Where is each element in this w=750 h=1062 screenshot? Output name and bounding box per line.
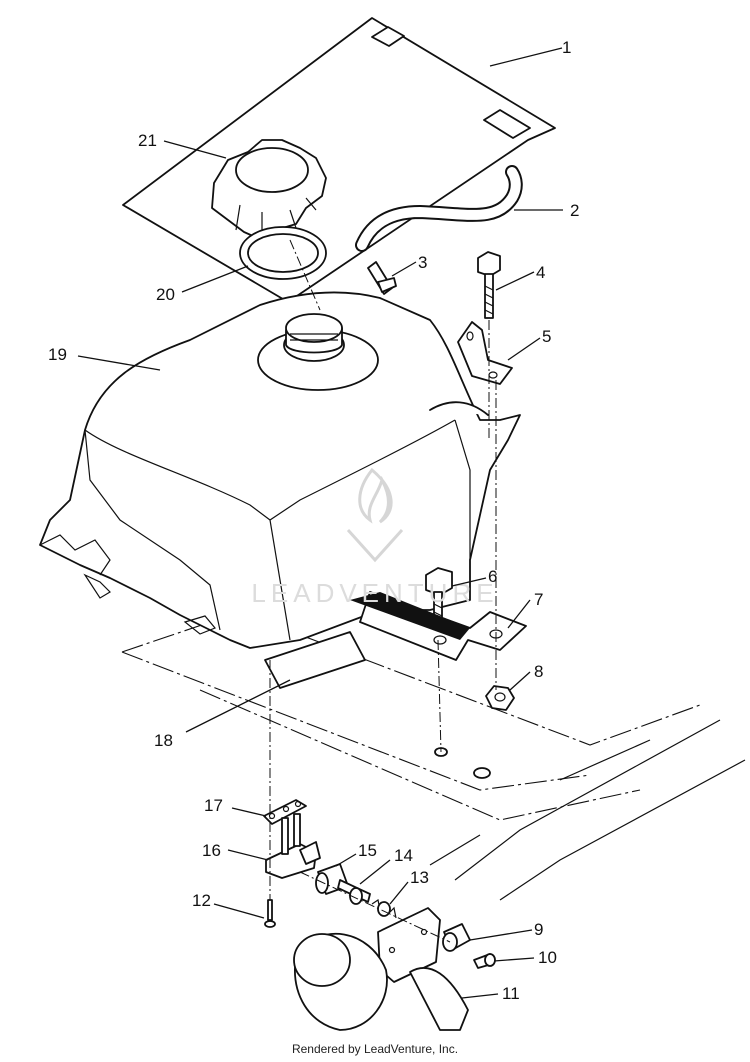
part-11-valve-bracket [293, 907, 469, 1031]
frame-holes [434, 747, 491, 779]
part-4-bolt [477, 251, 501, 319]
callout-20: 20 [156, 285, 175, 304]
callout-labels: 1 2 3 4 5 6 7 8 9 10 11 12 13 14 15 16 1… [48, 38, 579, 1003]
part-20-cap-gasket [239, 226, 327, 280]
part-7-lower-bracket [350, 591, 527, 661]
callout-19: 19 [48, 345, 67, 364]
leader-lines [77, 47, 563, 999]
footer-credit: Rendered by LeadVenture, Inc. [291, 1042, 459, 1056]
part-17-valve-plate [263, 799, 307, 825]
part-13-spring [371, 899, 397, 919]
frame-rails [121, 611, 746, 901]
part-14-valve-shaft [337, 879, 371, 905]
exploded-parts-diagram: LEADVENTURE 1 2 3 4 5 6 7 8 9 10 [39, 17, 746, 1031]
part-5-bracket [457, 321, 513, 385]
part-19-fuel-tank [39, 291, 521, 649]
assembly-center-lines [269, 239, 497, 943]
part-8-nut [485, 685, 515, 711]
part-3-vent-fitting [367, 261, 397, 295]
callout-17: 17 [204, 796, 223, 815]
callout-7: 7 [534, 590, 543, 609]
part-21-fuel-cap [211, 139, 327, 241]
callout-9: 9 [534, 920, 543, 939]
part-9-knob [442, 923, 471, 952]
callout-1: 1 [562, 38, 571, 57]
leadventure-watermark: LEADVENTURE [251, 467, 498, 608]
callout-21: 21 [138, 131, 157, 150]
callout-11: 11 [502, 984, 520, 1003]
part-18-pad [264, 631, 366, 689]
callout-5: 5 [542, 327, 551, 346]
callout-10: 10 [538, 948, 557, 967]
watermark-text: LEADVENTURE [251, 578, 498, 608]
part-10-screw [473, 953, 496, 969]
callout-8: 8 [534, 662, 543, 681]
callout-16: 16 [202, 841, 221, 860]
callout-14: 14 [394, 846, 413, 865]
callout-4: 4 [536, 263, 545, 282]
part-2-vent-hose [355, 165, 523, 252]
callout-2: 2 [570, 201, 579, 220]
callout-3: 3 [418, 253, 427, 272]
callout-15: 15 [358, 841, 377, 860]
callout-6: 6 [488, 567, 497, 586]
callout-12: 12 [192, 891, 211, 910]
part-16-fuel-valve [265, 813, 321, 879]
part-12-screw [264, 899, 276, 928]
callout-13: 13 [410, 868, 429, 887]
callout-18: 18 [154, 731, 173, 750]
part-1-heat-shield [122, 17, 556, 303]
